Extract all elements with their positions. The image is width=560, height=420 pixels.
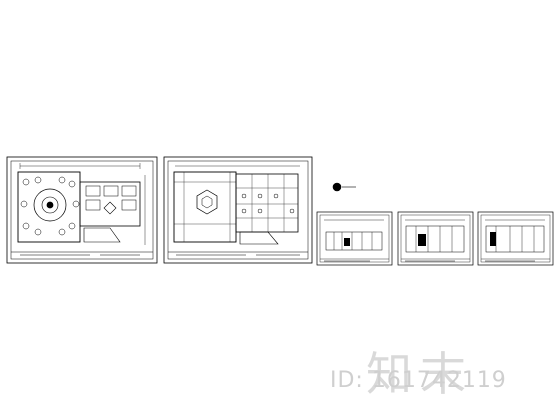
floor-plan-sheet [6,156,158,264]
ceiling-plan-sheet [163,156,313,264]
north-arrow-symbol [332,182,356,192]
elevation-sheet-3 [477,211,554,266]
watermark-id-label: ID: 161742119 [330,368,507,393]
elevation-sheet-1 [316,211,393,266]
watermark-logo-text: 知末 [366,347,474,401]
elevation-sheet-2 [397,211,474,266]
